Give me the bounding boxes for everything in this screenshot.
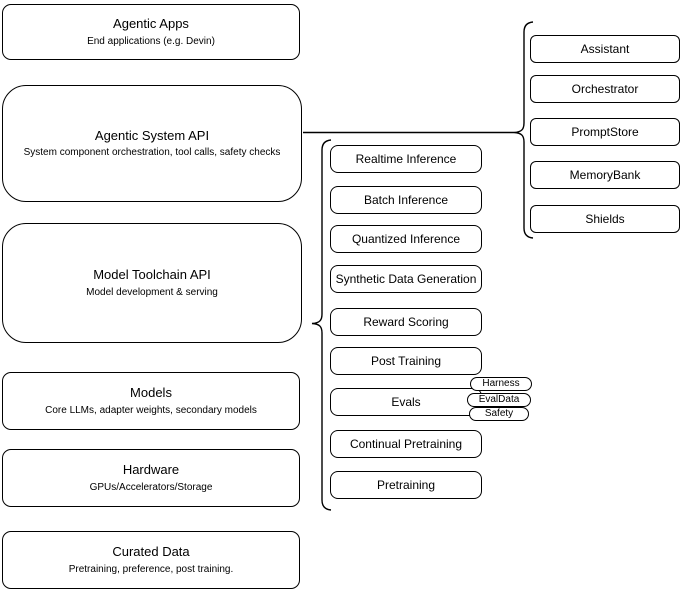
node-realtime-inference: Realtime Inference [330,145,482,173]
node-models: Models Core LLMs, adapter weights, secon… [2,372,300,430]
node-title: Curated Data [112,544,190,560]
node-subtitle: GPUs/Accelerators/Storage [89,481,213,493]
node-orchestrator: Orchestrator [530,75,680,103]
node-hardware: Hardware GPUs/Accelerators/Storage [2,449,300,507]
node-agentic-apps: Agentic Apps End applications (e.g. Devi… [2,4,300,60]
badge-safety: Safety [469,407,529,421]
node-agentic-system-api: Agentic System API System component orch… [2,85,302,202]
node-quantized-inference: Quantized Inference [330,225,482,253]
node-continual-pretraining: Continual Pretraining [330,430,482,458]
node-evals: Evals [330,388,482,416]
node-promptstore: PromptStore [530,118,680,146]
node-title: Agentic System API [94,127,210,143]
node-title: Models [130,385,172,401]
node-pretraining: Pretraining [330,471,482,499]
node-subtitle: System component orchestration, tool cal… [23,147,281,159]
node-memorybank: MemoryBank [530,161,680,189]
node-subtitle: Core LLMs, adapter weights, secondary mo… [45,404,257,416]
node-post-training: Post Training [330,347,482,375]
node-subtitle: Pretraining, preference, post training. [68,563,234,575]
node-shields: Shields [530,205,680,233]
node-assistant: Assistant [530,35,680,63]
node-curated-data: Curated Data Pretraining, preference, po… [2,531,300,589]
badge-harness: Harness [470,377,532,391]
node-title: Model Toolchain API [93,267,211,283]
badge-evaldata: EvalData [467,393,531,407]
node-subtitle: End applications (e.g. Devin) [87,35,215,47]
node-subtitle: Model development & serving [86,286,218,298]
node-model-toolchain-api: Model Toolchain API Model development & … [2,223,302,343]
toolchain-group-brace [311,139,332,511]
node-batch-inference: Batch Inference [330,186,482,214]
node-synthetic-data-generation: Synthetic Data Generation [330,265,482,293]
node-title: Hardware [122,462,180,478]
node-title: Agentic Apps [113,16,189,32]
node-reward-scoring: Reward Scoring [330,308,482,336]
